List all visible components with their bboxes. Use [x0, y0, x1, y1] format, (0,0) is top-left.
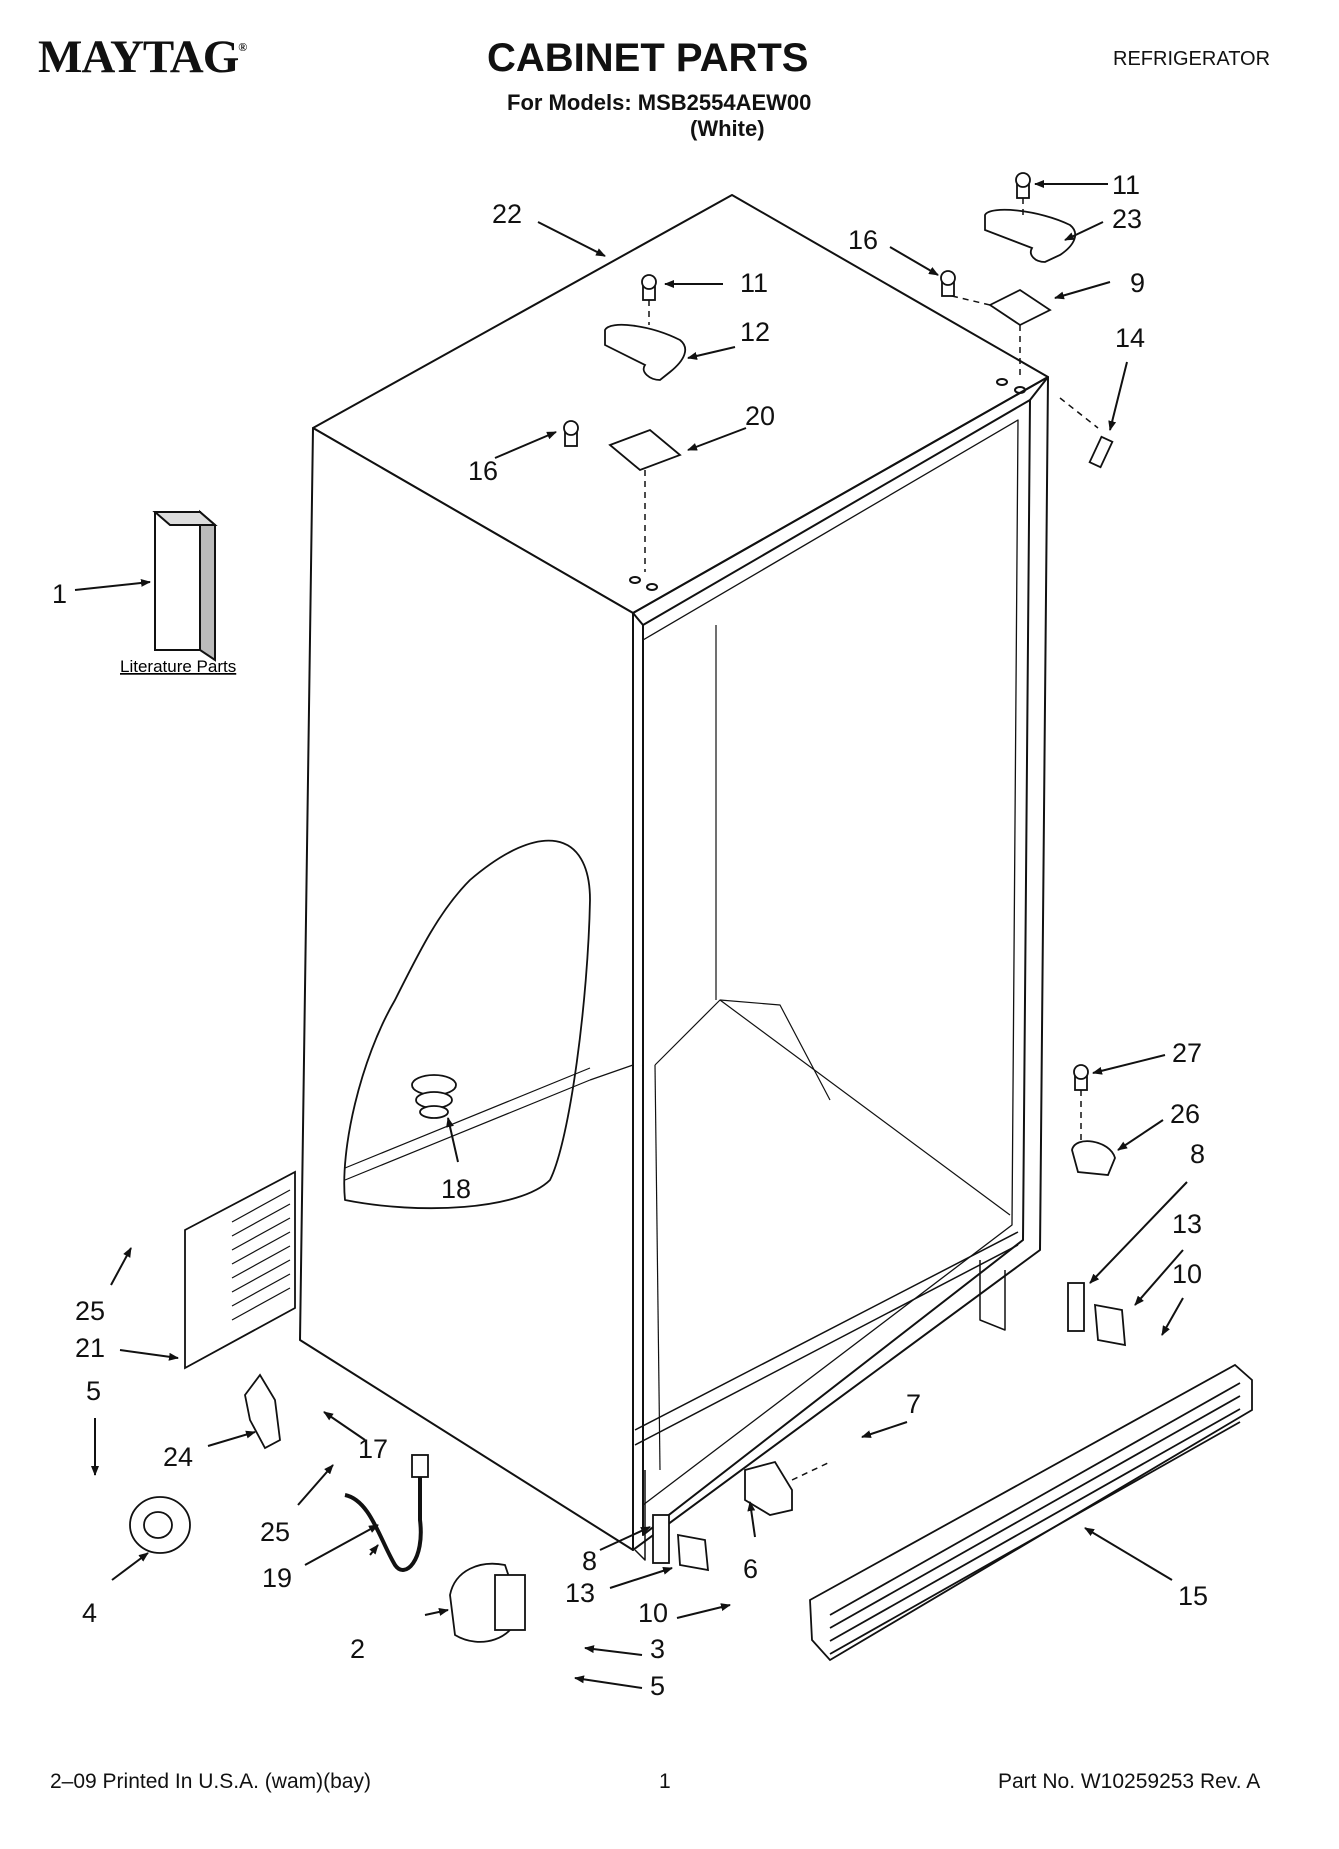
screw-16b: [940, 270, 956, 297]
literature-parts-label: Literature Parts: [120, 657, 236, 676]
callout-25b: 25: [260, 1517, 290, 1547]
cabinet: [299, 194, 1049, 1561]
callout-12: 12: [740, 317, 770, 347]
callout-21: 21: [75, 1333, 105, 1363]
variant-line: (White): [690, 116, 765, 141]
callout-3: 3: [650, 1634, 665, 1664]
callout-16b: 16: [848, 225, 878, 255]
screw-27: [1073, 1064, 1089, 1091]
callout-23: 23: [1112, 204, 1142, 234]
screw-16a: [563, 420, 579, 447]
leader-arrows: [74, 180, 1188, 1689]
callout-8b: 8: [1190, 1139, 1205, 1169]
hinge-13a: [677, 1533, 710, 1572]
screw-11b: [1015, 172, 1031, 199]
callout-26: 26: [1170, 1099, 1200, 1129]
literature-booklet: [152, 509, 218, 662]
brand-name: MAYTAG: [38, 31, 239, 83]
water-tube-19: [344, 1460, 423, 1572]
hinge-cover-12: [604, 323, 687, 381]
callout-14: 14: [1115, 323, 1145, 353]
models-line: For Models: MSB2554AEW00: [507, 90, 812, 115]
callout-9: 9: [1130, 268, 1145, 298]
callout-25a: 25: [75, 1296, 105, 1326]
callout-4: 4: [82, 1598, 97, 1628]
shim-8a: [652, 1514, 670, 1564]
callout-20: 20: [745, 401, 775, 431]
callout-19: 19: [262, 1563, 292, 1593]
product-category: REFRIGERATOR: [1113, 48, 1271, 70]
screw-11a: [641, 274, 657, 301]
part-number: Part No. W10259253 Rev. A: [998, 1770, 1261, 1793]
hinge-13b: [1094, 1303, 1126, 1347]
callout-13a: 13: [565, 1578, 595, 1608]
callout-18: 18: [441, 1174, 471, 1204]
callout-10a: 10: [638, 1598, 668, 1628]
callout-8a: 8: [582, 1546, 597, 1576]
bracket-6: [744, 1460, 793, 1516]
callout-numbers: 22 11 12 11 23 16 9 14 20 16 1 18 27 26 …: [52, 170, 1208, 1701]
callout-15: 15: [1178, 1581, 1208, 1611]
hinge-cover-23: [984, 208, 1077, 263]
page-title: CABINET PARTS: [487, 36, 809, 80]
callout-11b: 11: [1112, 170, 1140, 200]
page-number: 1: [659, 1770, 671, 1793]
callout-27: 27: [1172, 1038, 1202, 1068]
callout-10b: 10: [1172, 1259, 1202, 1289]
hinge-9: [988, 288, 1052, 327]
callout-16a: 16: [468, 456, 498, 486]
hinge-pin-14: [1088, 435, 1114, 469]
callout-5a: 5: [86, 1376, 101, 1406]
hardware-parts: [129, 172, 1253, 1662]
brand-logo: MAYTAG®: [38, 30, 247, 84]
callout-2: 2: [350, 1634, 365, 1664]
callout-5b: 5: [650, 1671, 665, 1701]
alignment-lines: [644, 198, 1099, 1481]
callout-17: 17: [358, 1434, 388, 1464]
callout-13b: 13: [1172, 1209, 1202, 1239]
callout-1: 1: [52, 579, 67, 609]
callout-6: 6: [743, 1554, 758, 1584]
shim-8b: [1067, 1282, 1085, 1332]
rear-grille-21: [184, 1170, 296, 1370]
registered-mark: ®: [238, 40, 247, 54]
print-info: 2–09 Printed In U.S.A. (wam)(bay): [50, 1770, 371, 1793]
hinge-20: [608, 428, 682, 472]
bracket-24: [244, 1373, 281, 1450]
bracket-26: [1071, 1140, 1116, 1176]
callout-11a: 11: [740, 268, 768, 298]
callout-22: 22: [492, 199, 522, 229]
callout-7: 7: [906, 1389, 921, 1419]
callout-24: 24: [163, 1442, 193, 1472]
